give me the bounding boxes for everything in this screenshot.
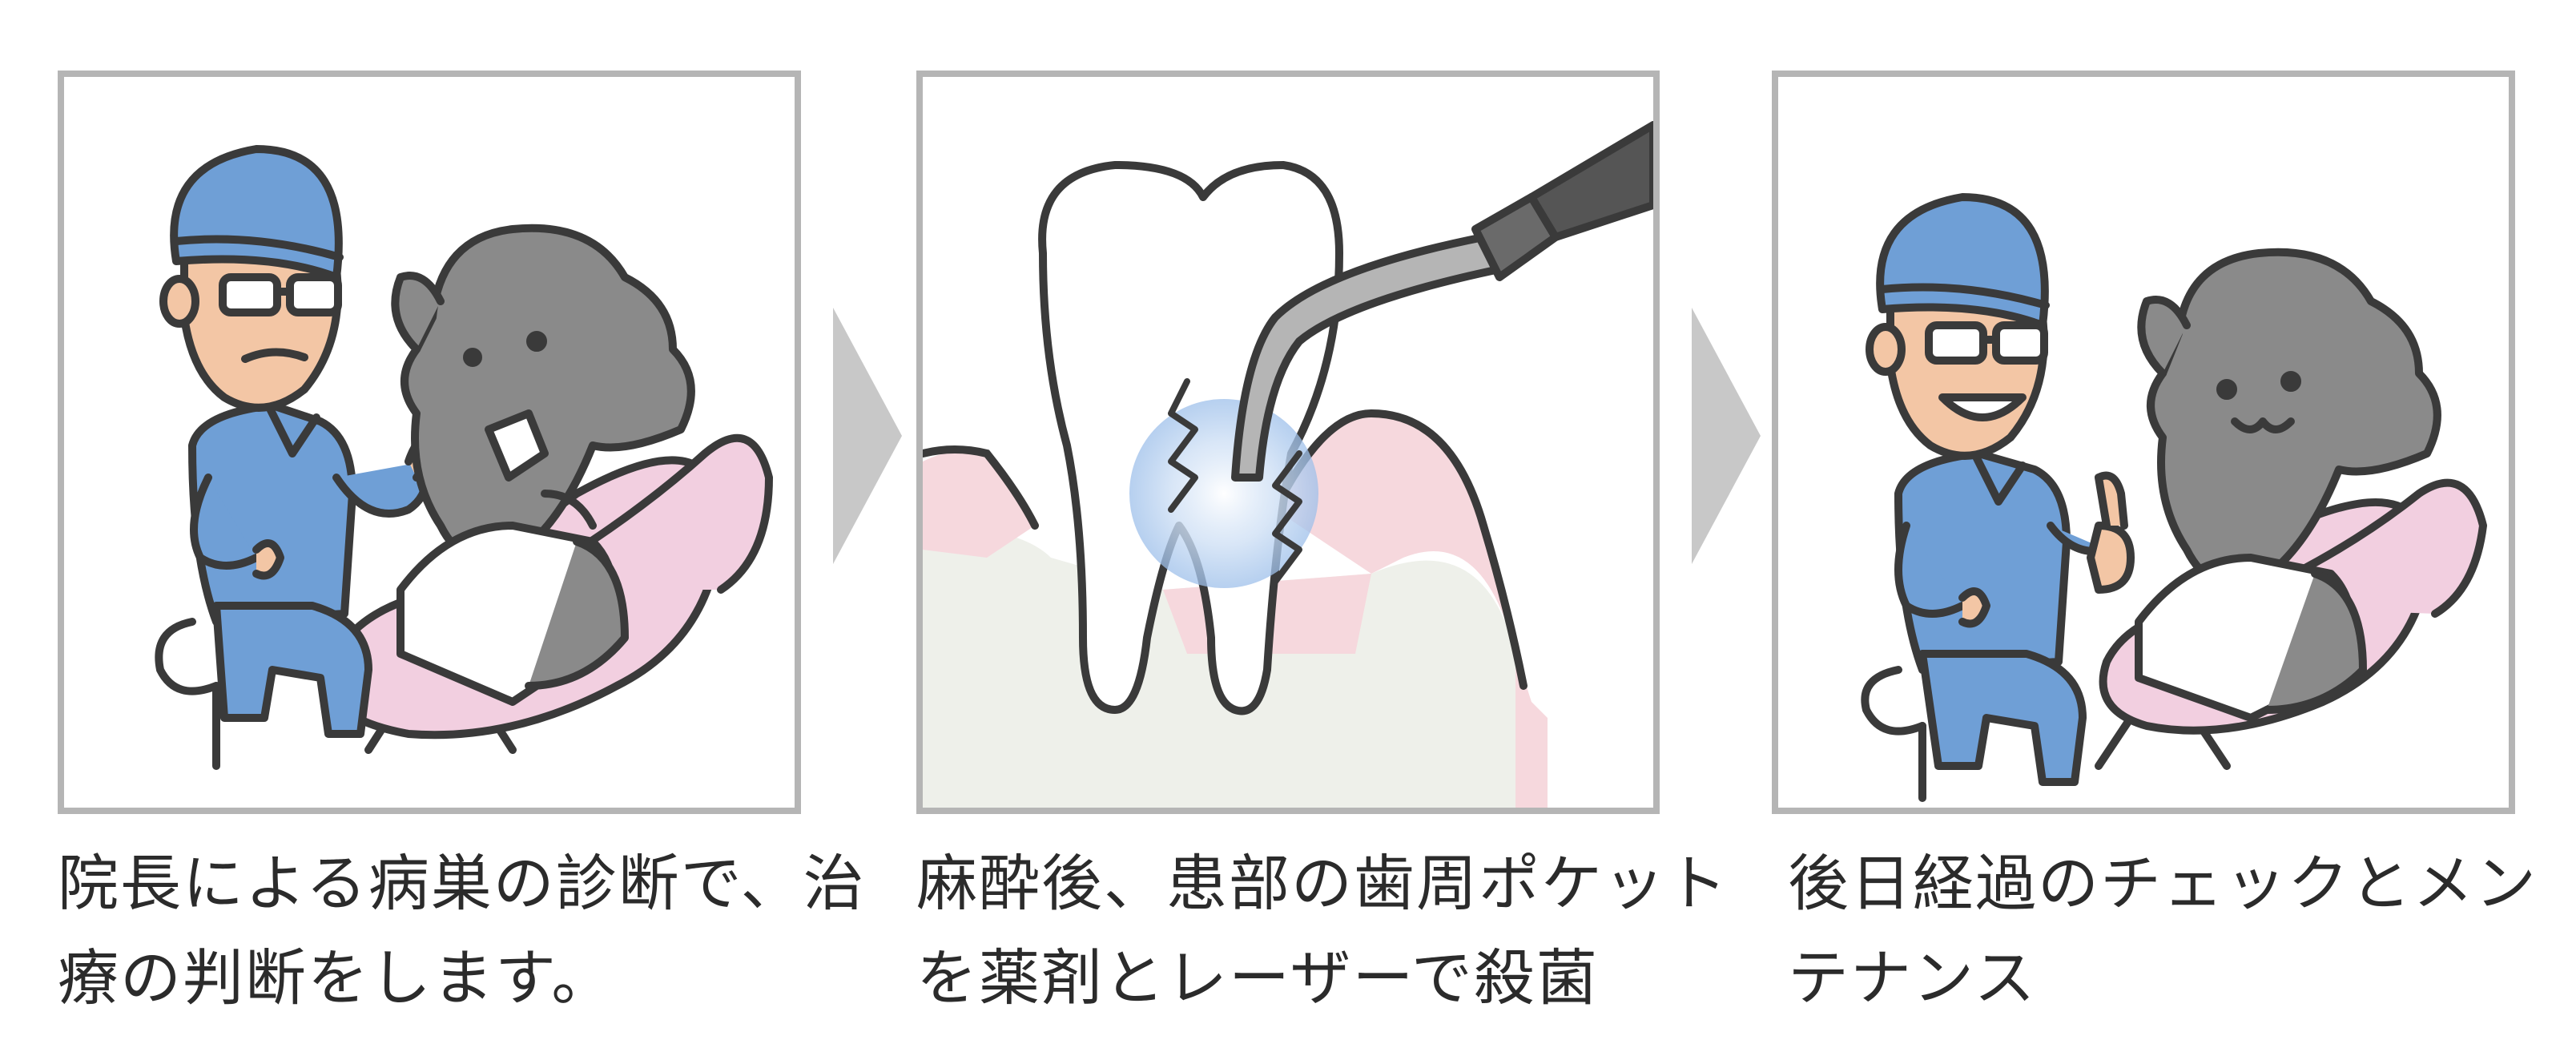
- step-1-panel: [58, 71, 801, 814]
- doctor-icon: [159, 145, 439, 738]
- step-2-caption: 麻酔後、患部の歯周ポケット を薬剤とレーザーで殺菌: [916, 836, 1729, 1026]
- diagnosis-illustration: [155, 145, 773, 770]
- caption-line: 麻酔後、患部の歯周ポケット: [916, 848, 1729, 919]
- dog-patient-icon: [391, 224, 695, 706]
- step-3-panel: [1772, 71, 2515, 814]
- caption-line: テナンス: [1788, 942, 2037, 1014]
- caption-line: 療の判断をします。: [58, 942, 614, 1014]
- doctor-thumbs-up-icon: [1866, 193, 2135, 786]
- step-3-caption: 後日経過のチェックとメン テナンス: [1788, 836, 2557, 1026]
- caption-line: 院長による病巣の診断で、治: [58, 848, 866, 919]
- follow-up-illustration: [1861, 193, 2487, 802]
- step-2-panel: [916, 71, 1660, 814]
- laser-probe-icon: [1231, 121, 1653, 482]
- treatment-illustration: [923, 121, 1653, 808]
- caption-line: を薬剤とレーザーで殺菌: [916, 942, 1599, 1014]
- laser-glow: [1129, 399, 1318, 588]
- next-step-arrow-1: [833, 308, 902, 564]
- caption-line: 後日経過のチェックとメン: [1788, 848, 2538, 919]
- happy-dog-icon: [2135, 248, 2441, 722]
- next-step-arrow-2: [1692, 308, 1761, 564]
- step-1-caption: 院長による病巣の診断で、治 療の判断をします。: [58, 836, 866, 1026]
